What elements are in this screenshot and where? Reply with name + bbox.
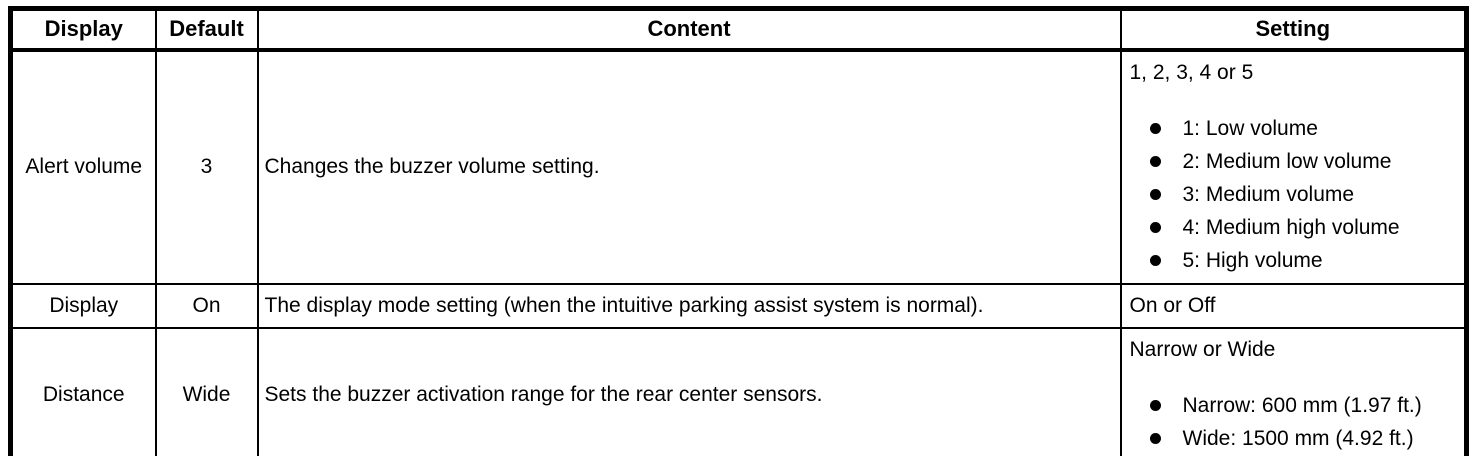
default-cell: 3 — [154, 48, 259, 285]
column-header-content: Content — [256, 7, 1122, 52]
setting-option-list: Narrow: 600 mm (1.97 ft.) Wide: 1500 mm … — [1130, 389, 1461, 455]
display-cell: Distance — [9, 326, 157, 456]
list-item: 3: Medium volume — [1130, 178, 1461, 211]
table-row-alert-volume: Alert volume 3 Changes the buzzer volume… — [9, 48, 1468, 285]
option-label: 5: High volume — [1182, 248, 1323, 272]
setting-intro: Narrow or Wide — [1129, 337, 1276, 361]
table-row-distance: Distance Wide Sets the buzzer activation… — [9, 326, 1468, 456]
list-item: Narrow: 600 mm (1.97 ft.) — [1130, 389, 1461, 422]
display-cell: Display — [9, 282, 157, 329]
display-cell: Alert volume — [9, 48, 157, 285]
setting-option-list: 1: Low volume 2: Medium low volume 3: Me… — [1130, 112, 1461, 277]
default-cell: On — [154, 282, 259, 329]
list-item: 5: High volume — [1130, 244, 1461, 277]
column-header-setting: Setting — [1119, 7, 1468, 52]
option-label: 1: Low volume — [1182, 116, 1318, 140]
column-header-display: Display — [9, 7, 157, 52]
option-label: 3: Medium volume — [1182, 182, 1355, 206]
option-label: 4: Medium high volume — [1182, 215, 1400, 239]
option-label: Wide: 1500 mm (4.92 ft.) — [1182, 426, 1414, 450]
list-item: Wide: 1500 mm (4.92 ft.) — [1130, 422, 1461, 455]
bullet-icon — [1149, 221, 1161, 233]
setting-intro: 1, 2, 3, 4 or 5 — [1129, 60, 1254, 84]
content-cell: The display mode setting (when the intui… — [256, 282, 1122, 329]
content-cell: Sets the buzzer activation range for the… — [256, 326, 1122, 456]
column-header-default: Default — [154, 7, 259, 52]
default-cell: Wide — [154, 326, 259, 456]
settings-table: Display Default Content Setting Alert vo… — [8, 6, 1469, 456]
table-row-display: Display On The display mode setting (whe… — [9, 282, 1468, 329]
setting-intro: On or Off — [1129, 293, 1216, 317]
list-item: 2: Medium low volume — [1130, 145, 1461, 178]
option-label: 2: Medium low volume — [1182, 149, 1392, 173]
list-item: 1: Low volume — [1130, 112, 1461, 145]
bullet-icon — [1149, 188, 1161, 200]
option-label: Narrow: 600 mm (1.97 ft.) — [1182, 393, 1422, 417]
bullet-icon — [1149, 432, 1161, 444]
header-row: Display Default Content Setting — [9, 7, 1468, 52]
setting-cell: 1, 2, 3, 4 or 5 1: Low volume 2: Medium … — [1119, 48, 1468, 285]
list-item: 4: Medium high volume — [1130, 211, 1461, 244]
setting-cell: On or Off — [1119, 282, 1468, 329]
bullet-icon — [1149, 155, 1161, 167]
setting-cell: Narrow or Wide Narrow: 600 mm (1.97 ft.)… — [1119, 326, 1468, 456]
content-cell: Changes the buzzer volume setting. — [256, 48, 1122, 285]
bullet-icon — [1149, 399, 1161, 411]
bullet-icon — [1149, 122, 1161, 134]
bullet-icon — [1149, 254, 1161, 266]
